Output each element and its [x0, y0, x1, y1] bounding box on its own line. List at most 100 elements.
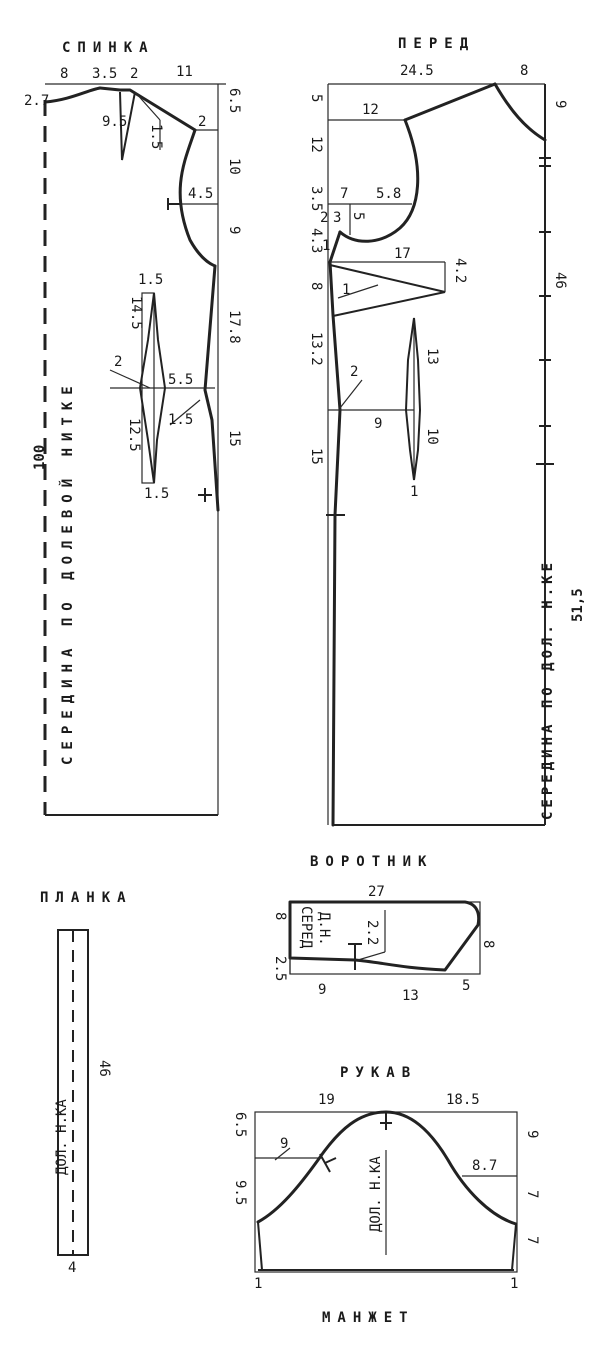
back-center-label: СЕРЕДИНА ПО ДОЛЕВОЙ НИТКЕ	[59, 379, 76, 765]
back-dim-dart-top-1-5: 1.5	[138, 272, 163, 288]
sleeve-dim-18-5: 18.5	[446, 1092, 480, 1108]
back-dim-100: 100	[32, 445, 48, 470]
front-dim-4-3: 4.3	[308, 228, 324, 253]
placket-dim-46: 46	[96, 1060, 112, 1077]
back-dim-11: 11	[176, 64, 193, 80]
sleeve-dim-9-left: 9	[280, 1136, 288, 1152]
back-waist-dart	[138, 292, 167, 484]
front-dim-1: 1	[322, 238, 330, 254]
back-dim-dart-bottom-1-5: 1.5	[144, 486, 169, 502]
back-dim-shoulder-2: 2	[198, 114, 206, 130]
front-dim-24-5: 24.5	[400, 63, 434, 79]
sleeve-back-notch	[319, 1153, 337, 1173]
back-armhole	[178, 128, 217, 268]
front-dim-2: 2	[320, 210, 328, 226]
back-dim-14-5: 14.5	[128, 296, 144, 330]
collar-outline	[288, 900, 481, 972]
collar-dim-2-2: 2.2	[364, 920, 380, 945]
front-dim-10: 10	[424, 428, 440, 445]
back-dim-1-5: 1.5	[148, 124, 164, 149]
sleeve-cap-curve	[256, 1110, 518, 1226]
front-dim-51-5: 51,5	[570, 588, 586, 622]
front-dim-4-2: 4.2	[452, 258, 468, 283]
collar-dim-27: 27	[368, 884, 385, 900]
collar-dim-5: 5	[462, 978, 470, 994]
front-dim-9: 9	[552, 100, 568, 108]
front-dim-5-arm: 5	[350, 212, 366, 220]
placket-label: ДОЛ. Н.КА	[54, 1099, 70, 1175]
back-title: СПИНКА	[62, 40, 155, 56]
front-side-notch	[326, 508, 345, 522]
sleeve-dim-1-right: 1	[510, 1276, 518, 1292]
front-side-seam	[328, 230, 342, 827]
front-dim-12: 12	[308, 136, 324, 153]
back-side-seam	[203, 264, 220, 512]
placket-dim-4: 4	[68, 1260, 76, 1276]
back-dim-dart-2: 2	[114, 354, 122, 370]
front-armhole	[338, 118, 420, 243]
front-dim-15: 15	[308, 448, 324, 465]
front-dim-dart-1: 1	[342, 282, 350, 298]
collar-dim-8-left: 8	[272, 912, 288, 920]
back-dim-9: 9	[226, 226, 242, 234]
front-dim-8: 8	[520, 63, 528, 79]
back-dim-15: 15	[226, 430, 242, 447]
front-dim-5: 5	[308, 94, 324, 102]
back-side-notch	[198, 488, 212, 502]
front-dim-9-dart: 9	[374, 416, 382, 432]
back-dim-2: 2	[130, 66, 138, 82]
back-dim-5-5: 5.5	[168, 372, 193, 388]
collar-dim-9: 9	[318, 982, 326, 998]
front-pattern-piece	[326, 82, 554, 827]
front-neckline	[493, 82, 547, 142]
front-dim-8-left: 8	[308, 282, 324, 290]
sleeve-dim-8-7: 8.7	[472, 1158, 497, 1174]
back-dim-8: 8	[60, 66, 68, 82]
back-dim-6-5: 6.5	[226, 88, 242, 113]
front-dim-dart-bottom-1: 1	[410, 484, 418, 500]
sleeve-title: РУКАВ	[340, 1065, 417, 1081]
front-dim-side-2: 2	[350, 364, 358, 380]
front-dim-3: 3	[333, 210, 341, 226]
back-dim-4-5: 4.5	[188, 186, 213, 202]
back-neckline	[43, 86, 102, 104]
collar-label-dn: Д.Н.	[316, 912, 332, 946]
back-shoulder-dart	[119, 91, 136, 161]
collar-label-sered: СЕРЕД	[298, 906, 314, 949]
back-pattern-piece	[43, 83, 226, 816]
sleeve-dim-1-left: 1	[254, 1276, 262, 1292]
collar-title: ВОРОТНИК	[310, 854, 433, 870]
collar-pattern-piece	[288, 900, 481, 975]
collar-dim-8-right: 8	[480, 940, 496, 948]
front-dim-46: 46	[552, 272, 568, 289]
back-dim-3-5: 3.5	[92, 66, 117, 82]
sleeve-top-notch	[380, 1113, 392, 1130]
back-dim-2-7: 2.7	[24, 93, 49, 109]
back-dim-10: 10	[226, 158, 242, 175]
front-dim-13-2: 13.2	[308, 332, 324, 366]
sleeve-dim-7-b: 7	[524, 1236, 540, 1244]
back-armhole-notch	[167, 198, 182, 210]
front-dim-12-neck: 12	[362, 102, 379, 118]
sleeve-dim-6-5: 6.5	[232, 1112, 248, 1137]
back-dim-17-8: 17.8	[226, 310, 242, 344]
back-shoulder-line	[98, 86, 197, 132]
collar-dim-2-5: 2.5	[272, 956, 288, 981]
front-waist-dart	[404, 317, 422, 481]
front-dim-5-8: 5.8	[376, 186, 401, 202]
back-dim-side-1-5: 1.5	[168, 412, 193, 428]
back-dim-12-5: 12.5	[126, 418, 142, 452]
collar-notch	[348, 943, 362, 970]
back-dim-9-5: 9.5	[102, 114, 127, 130]
front-dim-3-5: 3.5	[308, 186, 324, 211]
back-waist-dart-frame	[141, 292, 155, 484]
sleeve-pattern-piece	[254, 1110, 518, 1273]
sleeve-label: ДОЛ. Н.КА	[368, 1156, 384, 1232]
front-dim-7: 7	[340, 186, 348, 202]
sleeve-dim-9-5: 9.5	[232, 1180, 248, 1205]
sleeve-dim-19: 19	[318, 1092, 335, 1108]
front-center-label: СЕРЕДИНА ПО ДОЛ. Н.КЕ	[540, 559, 556, 820]
collar-dim-13: 13	[402, 988, 419, 1004]
placket-title: ПЛАНКА	[40, 890, 133, 906]
